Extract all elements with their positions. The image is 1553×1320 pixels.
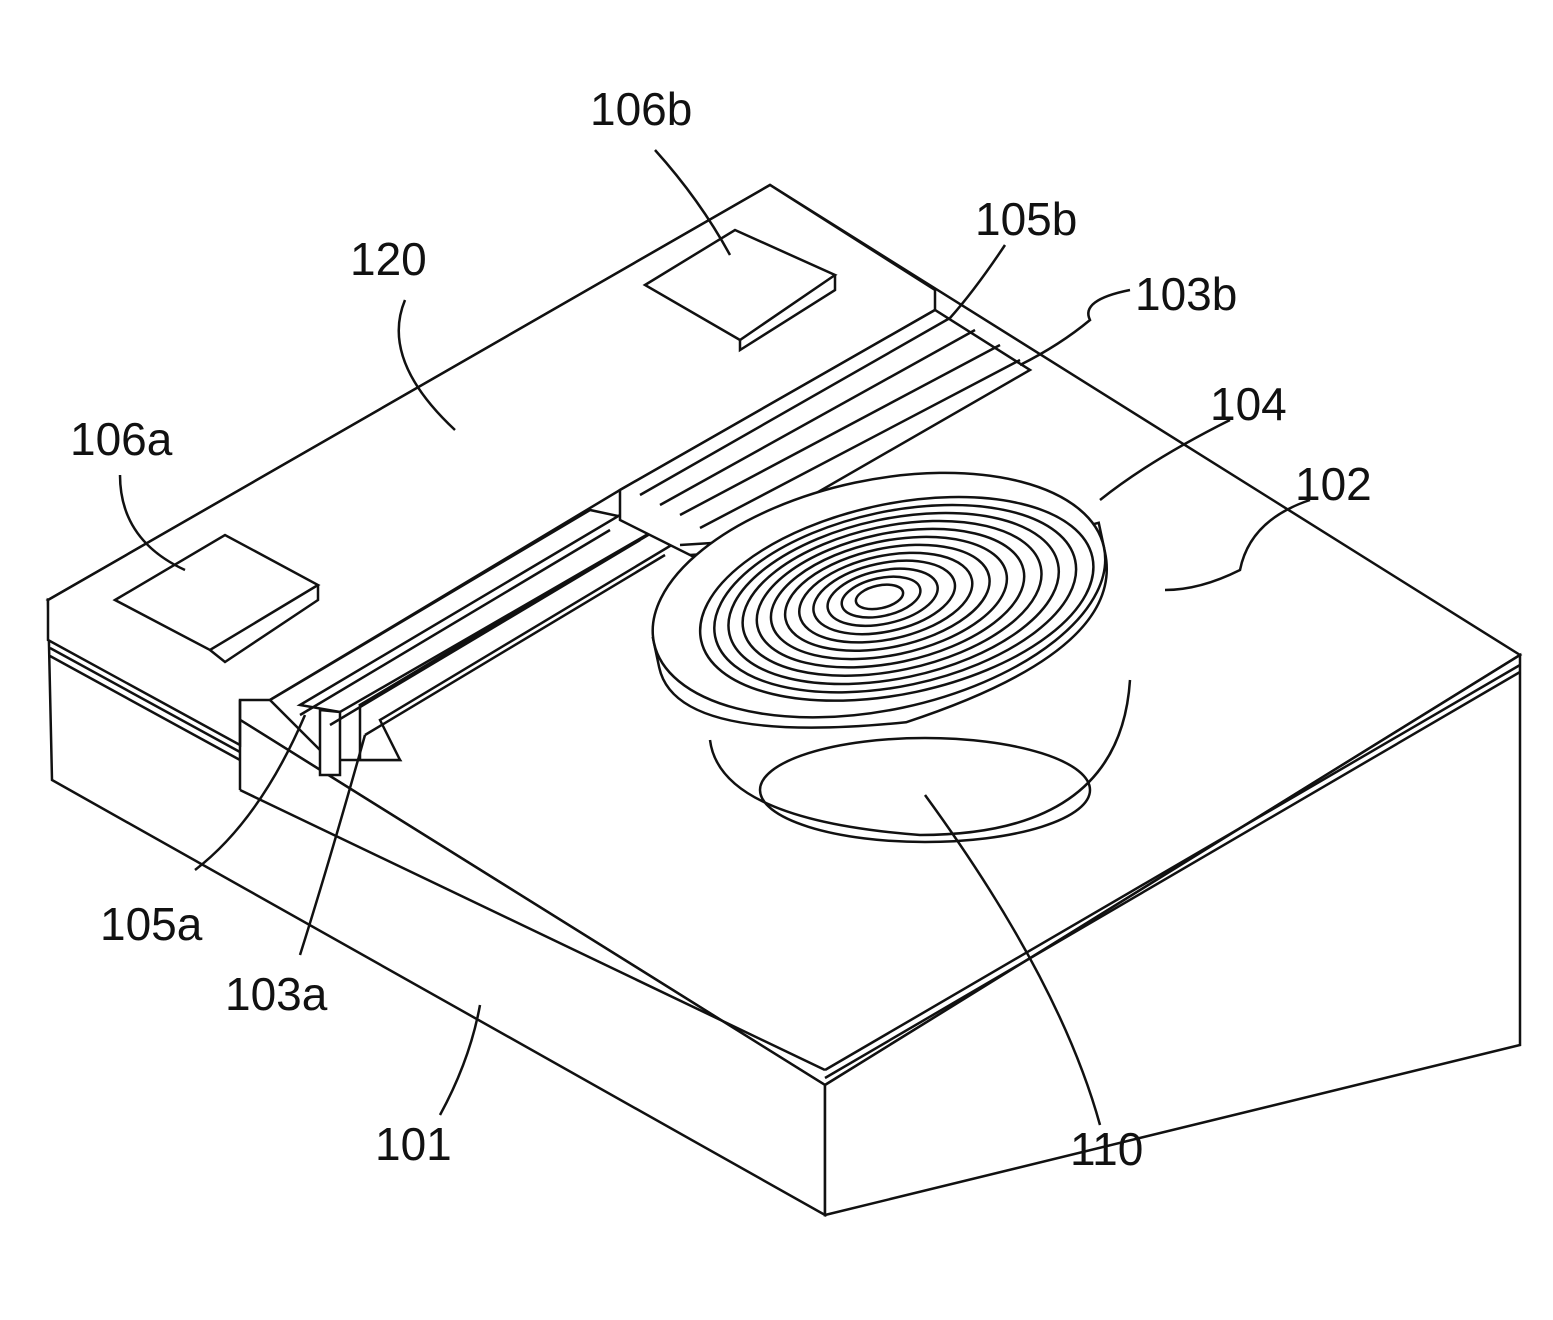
label-106b: 106b [590, 83, 692, 135]
label-102: 102 [1295, 458, 1372, 510]
label-110: 110 [1070, 1123, 1143, 1175]
label-120: 120 [350, 233, 427, 285]
label-106a: 106a [70, 413, 173, 465]
label-103b: 103b [1135, 268, 1237, 320]
label-105b: 105b [975, 193, 1077, 245]
label-101: 101 [375, 1118, 452, 1170]
label-105a: 105a [100, 898, 203, 950]
label-104: 104 [1210, 378, 1287, 430]
label-103a: 103a [225, 968, 328, 1020]
